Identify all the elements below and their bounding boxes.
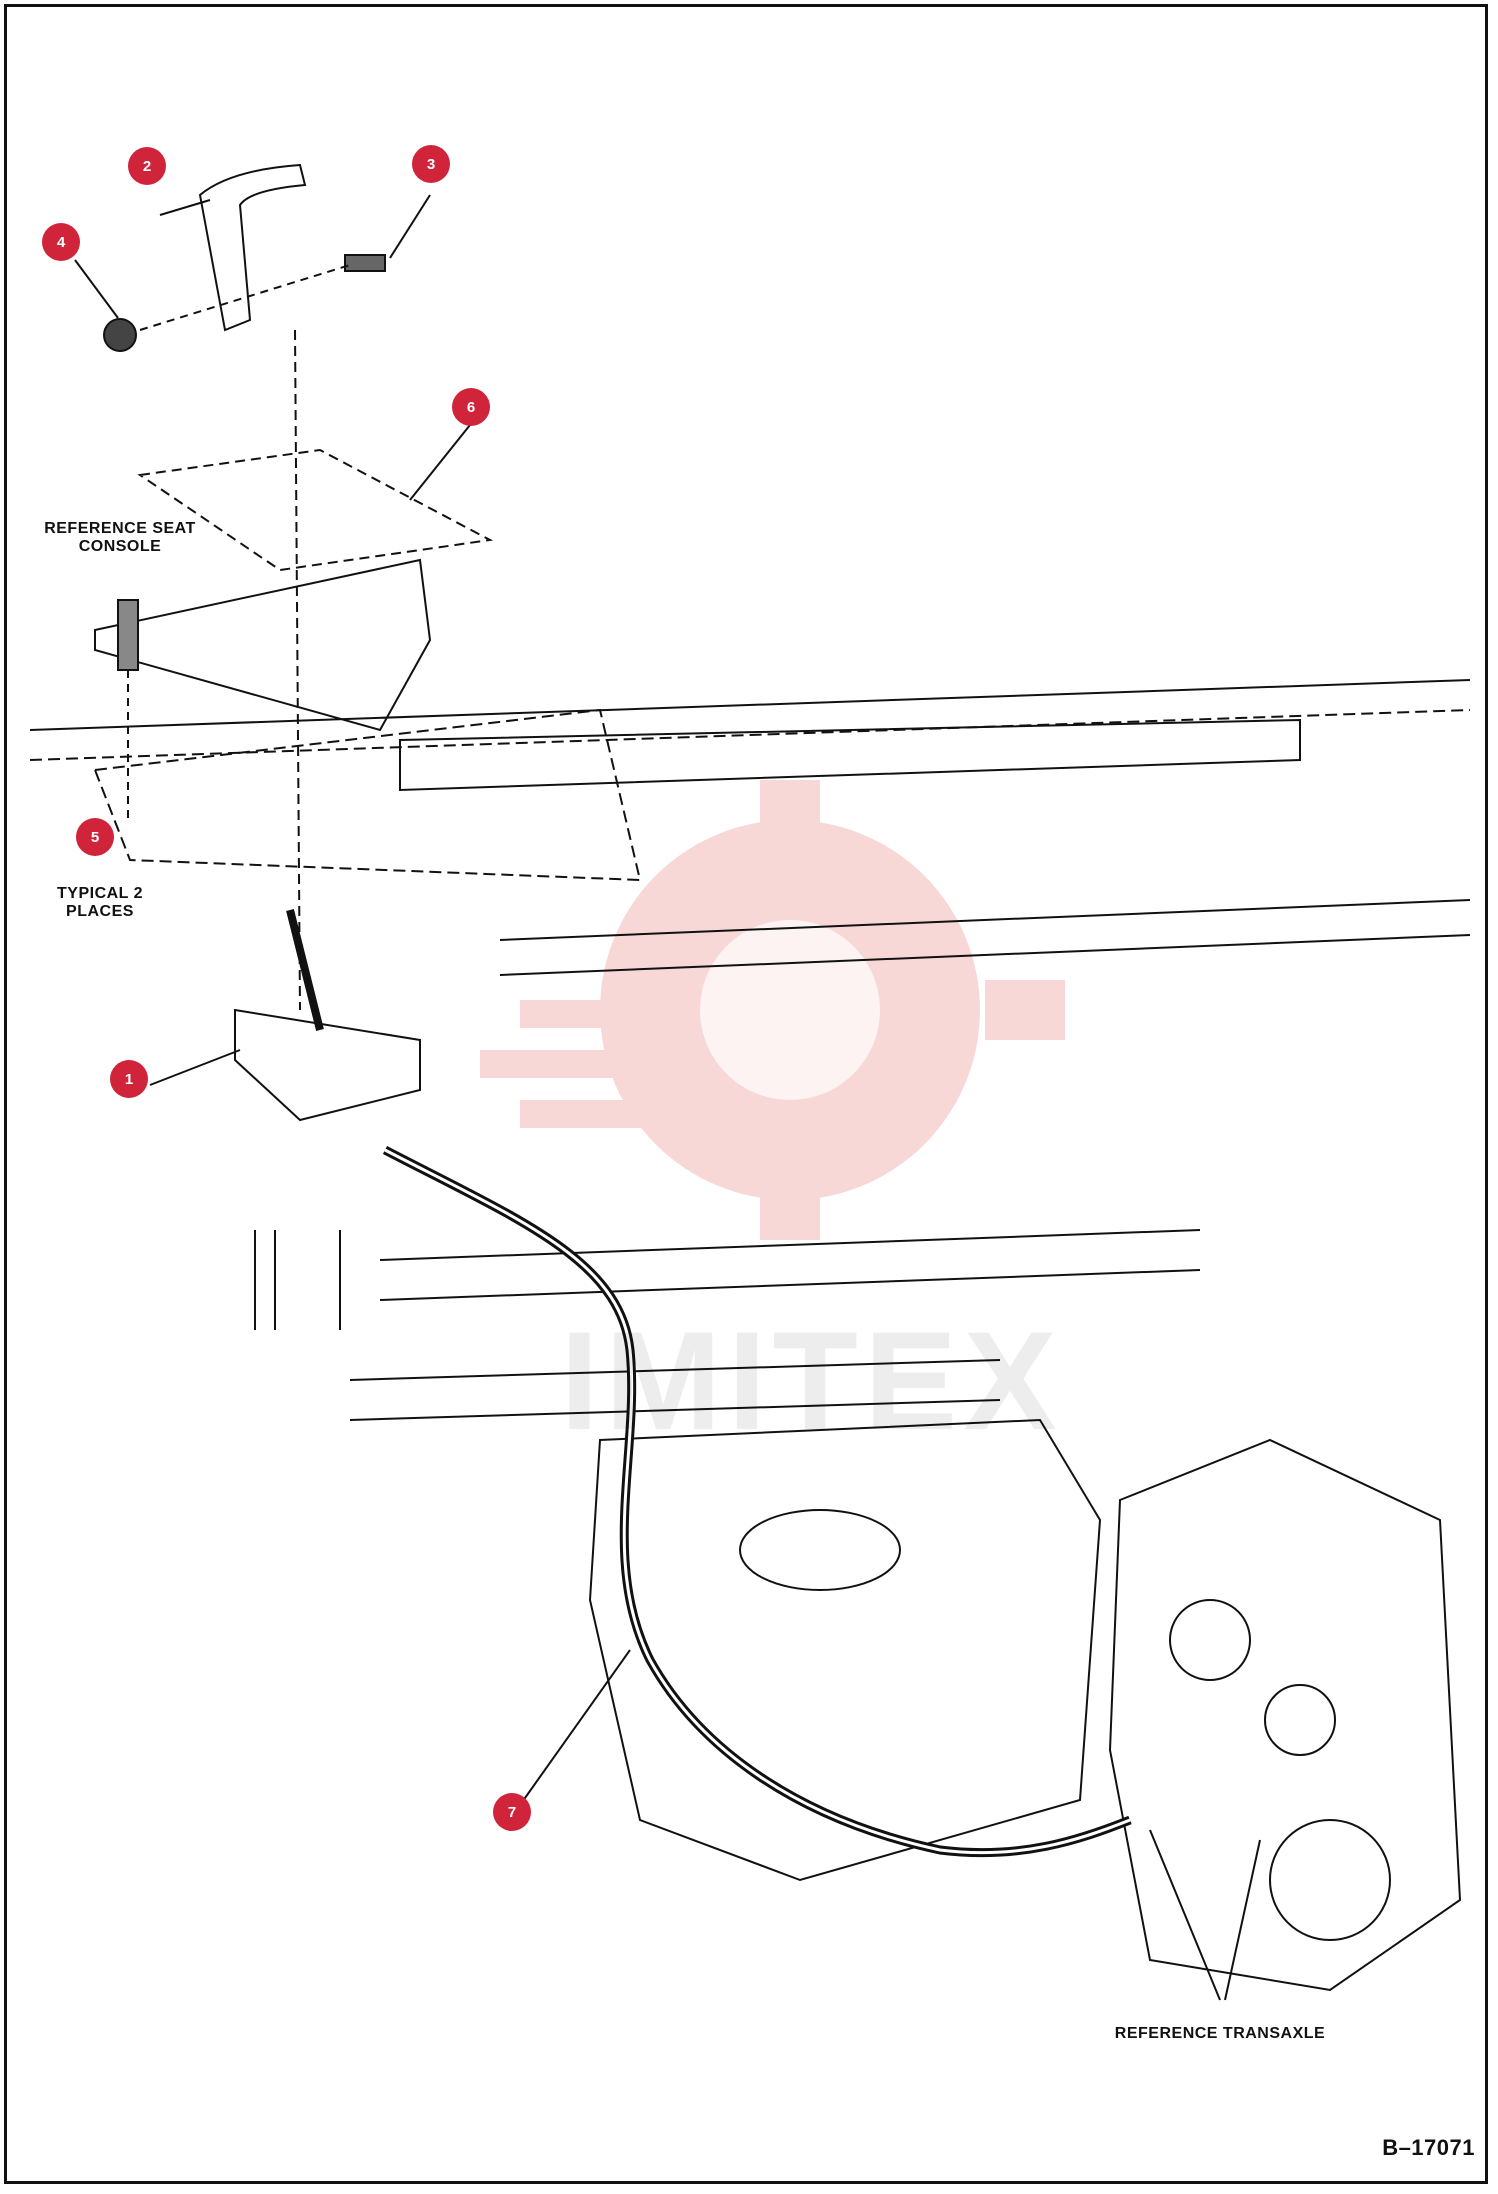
handle — [198, 163, 307, 332]
rivet — [117, 599, 139, 671]
housing — [588, 1418, 1102, 1882]
callout-5: 5 — [76, 818, 114, 856]
diagram-frame — [4, 4, 1488, 2184]
callout-6: 6 — [452, 388, 490, 426]
mounting-plate — [94, 558, 432, 732]
shift-lever-base — [234, 1008, 421, 1122]
callout-3: 3 — [412, 145, 450, 183]
watermark-text: IMITEX — [560, 1302, 1063, 1459]
drawing-code: B–17071 — [1382, 2135, 1475, 2160]
callout-2: 2 — [128, 147, 166, 185]
callout-1: 1 — [110, 1060, 148, 1098]
bolt — [344, 254, 386, 272]
callout-4: 4 — [42, 223, 80, 261]
reference-transaxle-label: REFERENCE TRANSAXLE — [1114, 2025, 1326, 2042]
callout-7: 7 — [493, 1793, 531, 1831]
seat-console-plate — [137, 448, 494, 572]
reference-seat-console-label: REFERENCE SEAT CONSOLE — [44, 520, 196, 556]
frame-member — [399, 718, 1301, 792]
nut — [103, 318, 137, 352]
typical-places-label: TYPICAL 2 PLACES — [57, 885, 143, 921]
transaxle — [1108, 1438, 1462, 1992]
lower-plate — [93, 708, 642, 882]
